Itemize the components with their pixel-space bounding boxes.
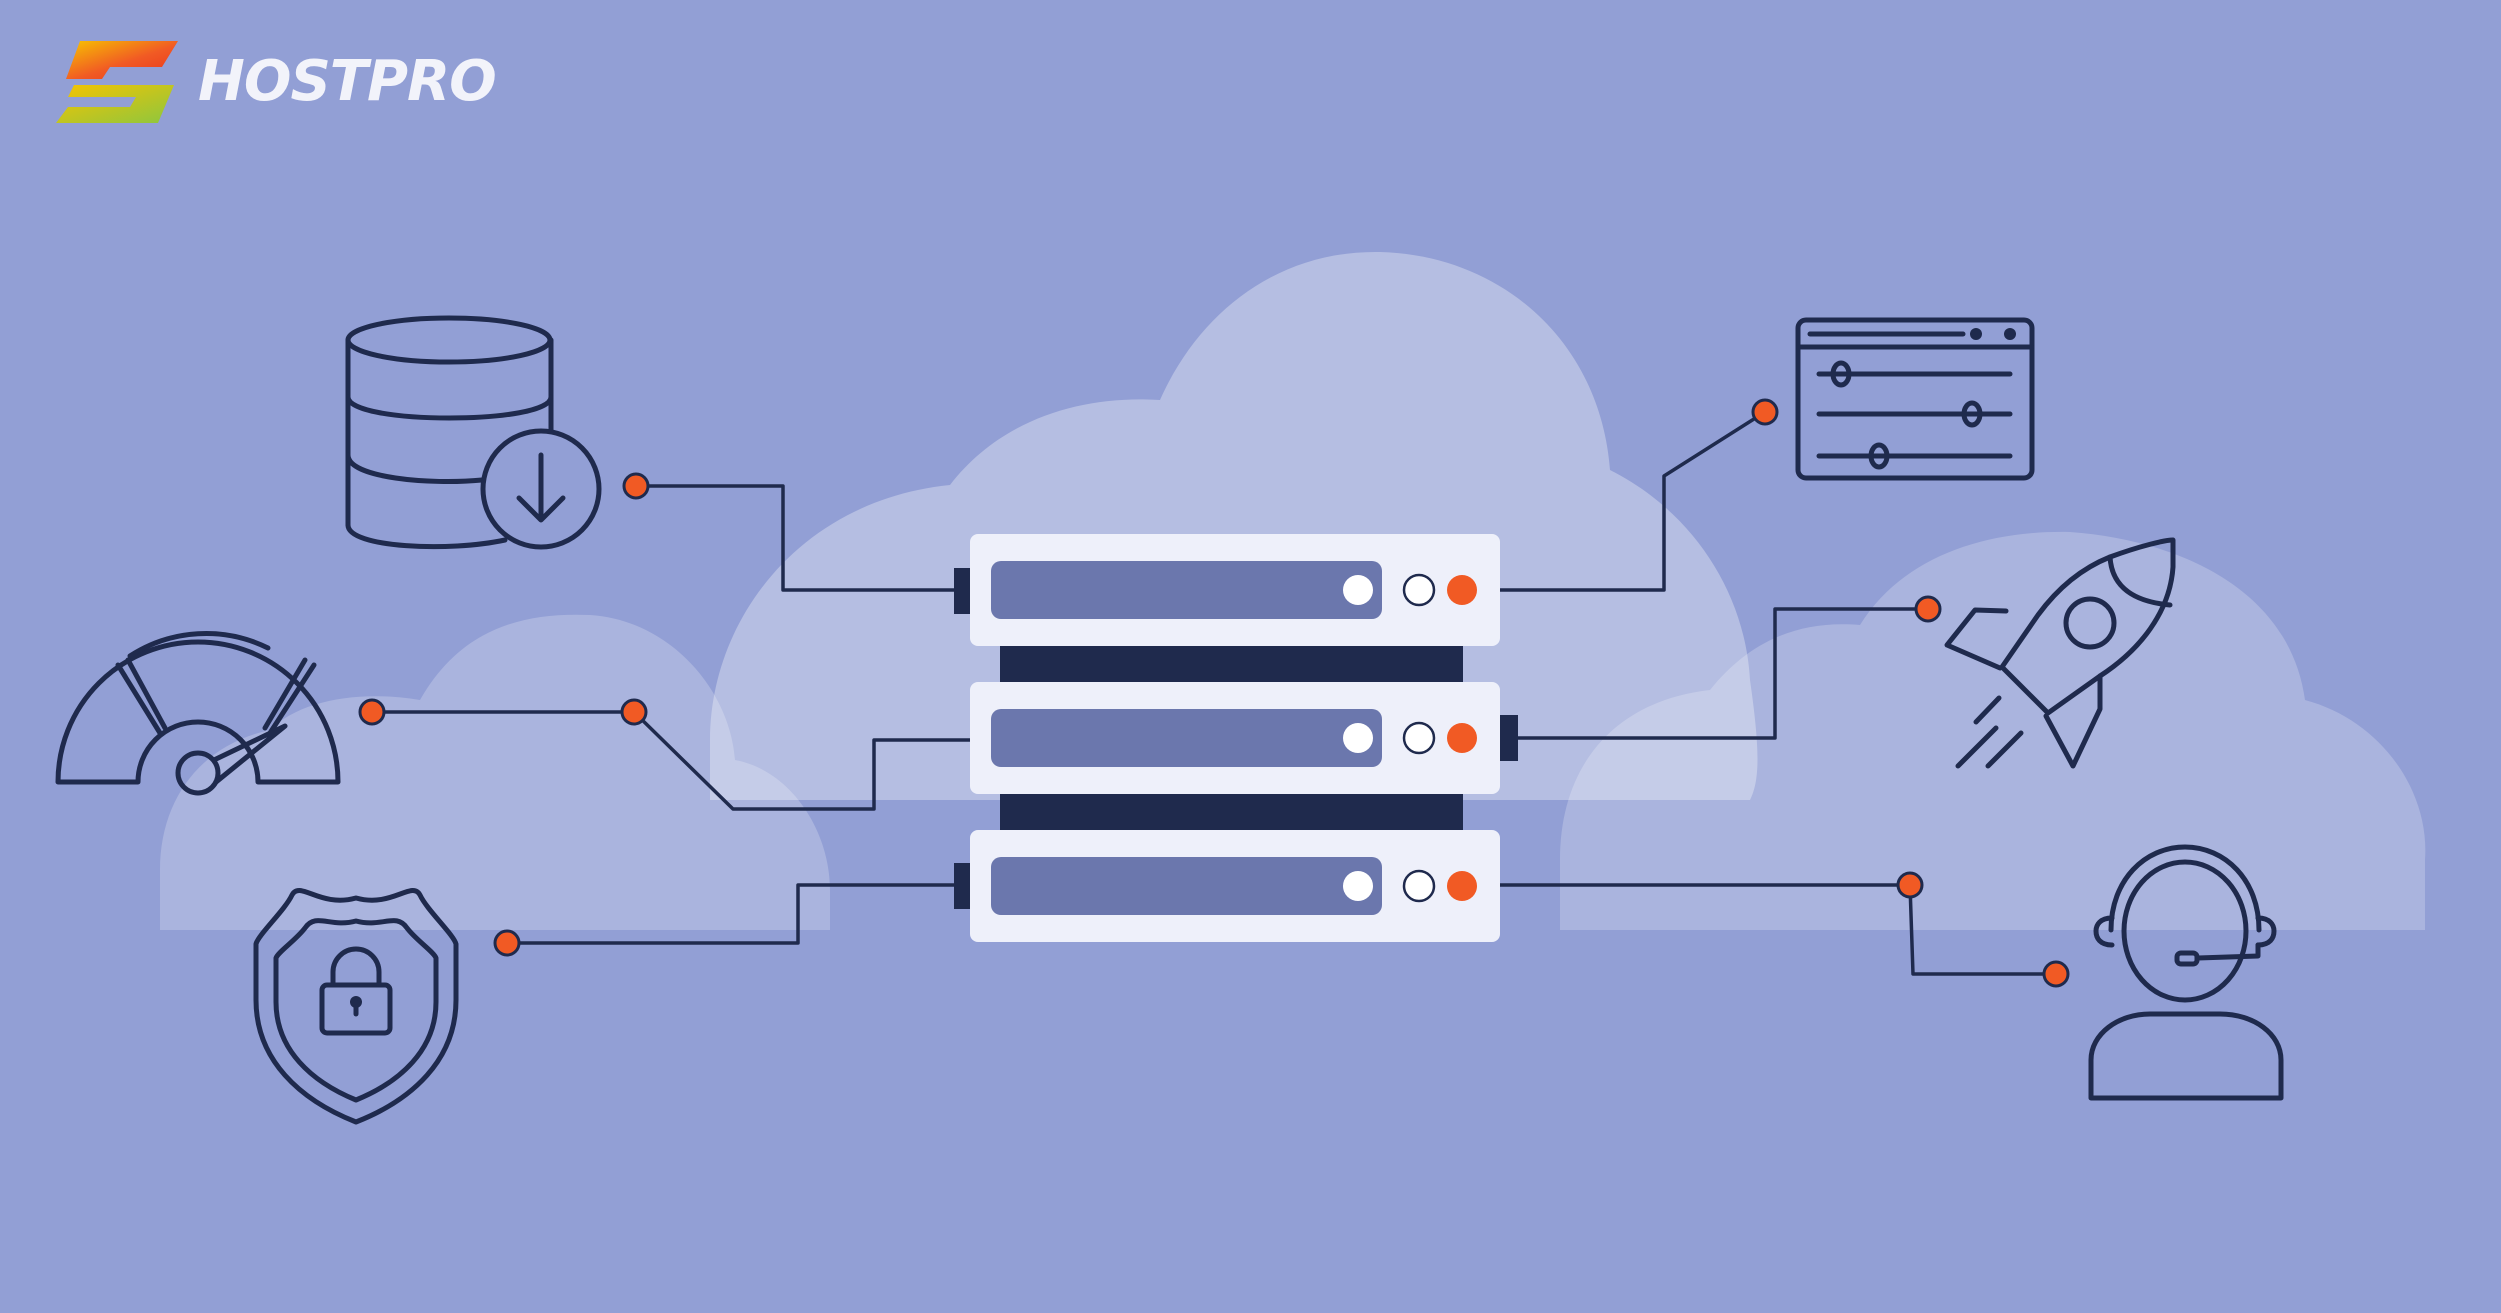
- server-port-left: [954, 568, 972, 614]
- hostpro-logo[interactable]: HOSTPRO: [50, 36, 497, 128]
- orange-led: [1447, 723, 1477, 753]
- center-cloud: [710, 251, 1758, 800]
- white-led: [1343, 723, 1373, 753]
- speedometer-icon: [55, 631, 341, 796]
- line-settings: [1498, 410, 1767, 592]
- endpoint-dot: [1751, 398, 1779, 426]
- orange-led: [1447, 575, 1477, 605]
- white-led: [1343, 575, 1373, 605]
- outline-led: [1402, 721, 1436, 755]
- orange-led: [1447, 871, 1477, 901]
- endpoint-dot: [358, 698, 386, 726]
- connector-dots: [358, 398, 2070, 988]
- endpoint-dot: [1896, 871, 1924, 899]
- server-unit-3: [954, 830, 1500, 942]
- settings-sliders-window-icon: [1795, 317, 2035, 481]
- rack-spacer-top: [1000, 645, 1463, 685]
- connector-lines: [370, 410, 2058, 976]
- endpoint-dot: [620, 698, 648, 726]
- endpoint-dot: [622, 472, 650, 500]
- white-led: [1343, 871, 1373, 901]
- line-rocket: [1513, 607, 1930, 740]
- left-cloud: [160, 614, 830, 930]
- server-unit-1: [954, 534, 1500, 646]
- endpoint-dot: [493, 929, 521, 957]
- support-headset-agent-icon: [2088, 844, 2284, 1101]
- security-shield-lock-icon: [253, 888, 459, 1125]
- line-support: [1498, 883, 2058, 976]
- rack-spacer-bottom: [1000, 793, 1463, 833]
- line-security: [505, 883, 962, 945]
- server-slot: [991, 709, 1382, 767]
- server-slot: [991, 857, 1382, 915]
- database-download-icon: [345, 315, 602, 550]
- server-port-right: [1500, 715, 1518, 761]
- hostpro-logo-text: HOSTPRO: [198, 49, 497, 114]
- endpoint-dot: [2042, 960, 2070, 988]
- rocket-launch-icon: [1944, 537, 2176, 769]
- outline-led: [1402, 869, 1436, 903]
- server-slot: [991, 561, 1382, 619]
- line-speed: [632, 710, 972, 811]
- server-port-left: [954, 863, 972, 909]
- server-rack: [954, 534, 1518, 942]
- hostpro-logo-mark-icon: [56, 41, 178, 123]
- outline-led: [1402, 573, 1436, 607]
- server-unit-2: [970, 682, 1518, 794]
- line-database: [634, 484, 962, 592]
- endpoint-dot: [1914, 595, 1942, 623]
